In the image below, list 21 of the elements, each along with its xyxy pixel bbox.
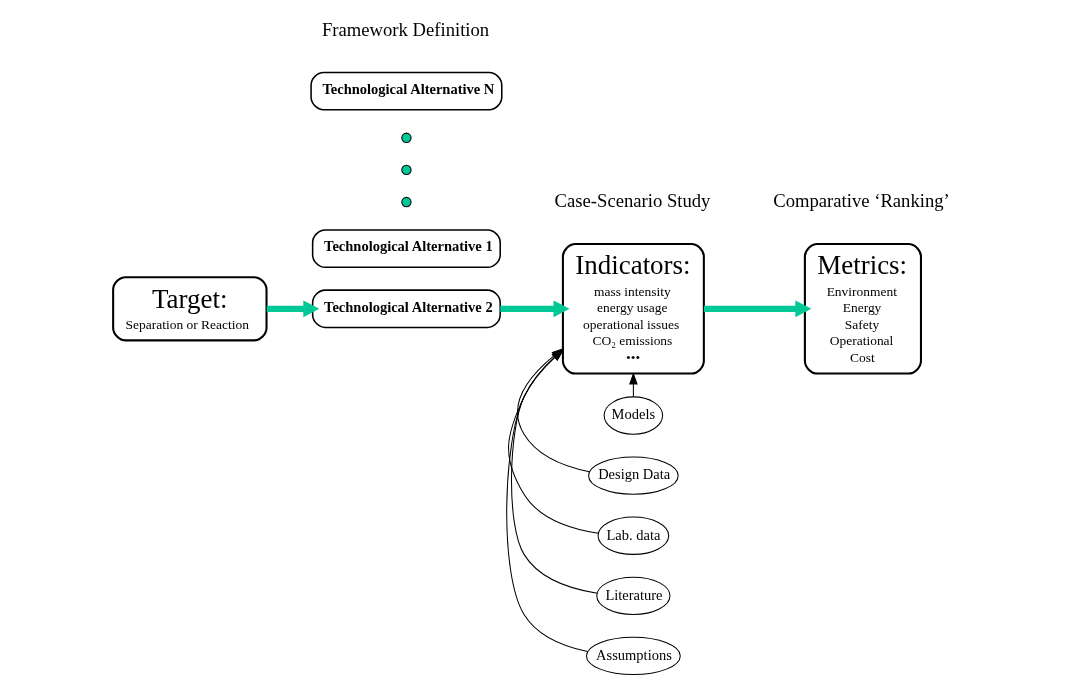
node-ellipse: Assumptions <box>585 636 681 676</box>
node-box: Indicators: mass intensity energy usage operational issues CO₂ emissions ••• <box>561 242 705 375</box>
arrow <box>703 300 812 318</box>
node-circle <box>401 132 412 143</box>
label: Comparative ‘Ranking’ <box>773 189 950 211</box>
arrow <box>266 300 320 318</box>
node-ellipse: Design Data <box>588 456 679 495</box>
label: Framework Definition <box>321 18 490 40</box>
arrow <box>629 372 638 398</box>
node-box: Technological Alternative 2 <box>311 289 501 329</box>
node-box: Technological Alternative N <box>310 71 503 111</box>
node-ellipse: Literature <box>596 576 671 615</box>
node-box: Target: Separation or Reaction <box>112 276 268 342</box>
node-box: Metrics: Environment Energy Safety Operational Cost <box>803 242 922 375</box>
node-circle <box>401 164 412 176</box>
node-circle <box>401 196 412 208</box>
node-box: Technological Alternative 1 <box>311 229 501 269</box>
label: Case-Scenario Study <box>554 189 711 211</box>
node-ellipse: Models <box>603 396 664 435</box>
arrow <box>500 300 570 318</box>
node-ellipse: Lab. data <box>597 516 670 555</box>
